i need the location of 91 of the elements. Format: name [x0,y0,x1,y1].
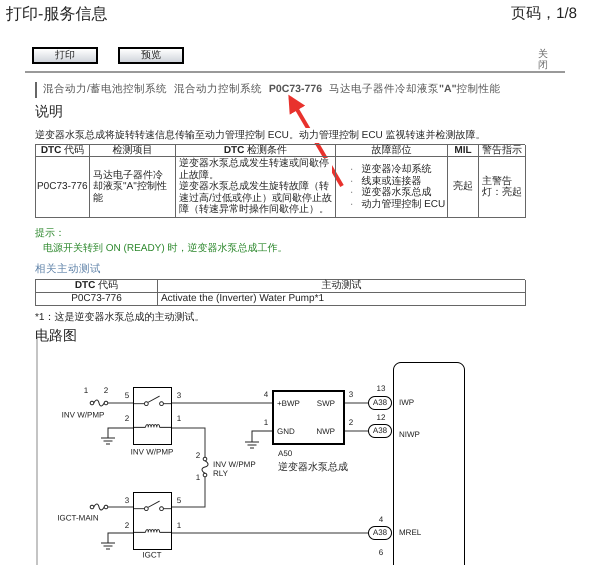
wire [108,402,134,404]
fuse-symbol [201,457,209,477]
pin-number: 3 [124,497,130,505]
pin-name: MREL [399,529,422,537]
pin-number: 1 [84,387,88,395]
fault-location-item: 逆变器冷却系统 [361,164,432,176]
hint-label: 提示： [35,226,66,241]
bullet: · [350,187,354,198]
section-heading: 说明 [35,102,64,121]
table-cell: 马达电子器件冷却液泵"A"控制性能 [90,157,176,218]
pin-number: 2 [196,452,200,460]
component-label: 逆变器水泵总成 [278,462,348,474]
page-number: 页码，1/8 [511,4,577,24]
pin-name: NIWP [399,431,420,439]
relay-symbol [133,387,172,445]
component-label: INV W/PMP [62,410,104,420]
pin-number: 5 [176,497,182,505]
wire [172,532,368,534]
pin-name: IWP [399,399,414,407]
table-cell: Activate the (Inverter) Water Pump*1 [158,292,526,306]
component-label: INV W/PMP [130,447,174,457]
wire [172,428,206,458]
table-header-cell: DTC 检测条件 [176,144,336,158]
wire [344,430,368,432]
wire [344,402,368,404]
pin-name: SWP [316,400,335,408]
wire [108,506,134,508]
print-button: 打印 [32,47,98,64]
table-cell: P0C73-776 [36,292,158,306]
table-header-cell: DTC 代码 [36,280,158,292]
pin-name: +BWP [277,400,300,408]
wire [172,402,272,404]
breadcrumb-item: 混合动力控制系统 [174,82,262,97]
bullet: · [350,176,354,187]
table-cell: P0C73-776 [36,157,90,218]
bullet: · [350,198,354,210]
connector-id: A38 [372,529,388,537]
page-title: 打印-服务信息 [6,4,108,25]
pin-number: 2 [348,419,354,427]
pin-name: NWP [316,428,335,436]
component-label: IGCT-MAIN [57,513,99,523]
component-label: A50 [278,449,292,458]
wire [172,476,206,508]
table-header-cell: DTC 代码 [36,144,90,158]
preview-button: 预览 [118,47,184,64]
breadcrumb-item: 马达电子器件冷却液泵"A"控制性能 [329,82,501,97]
table-header-cell: MIL [448,144,479,158]
pin-number: 1 [176,522,182,530]
pin-number: 12 [376,414,386,422]
pin-number: 1 [176,415,182,423]
hint-text: 电源开关转到 ON (READY) 时，逆变器水泵总成工作。 [42,242,288,256]
table-header-cell: 主动测试 [158,280,526,292]
footnote: *1：这是逆变器水泵总成的主动测试。 [35,310,206,324]
pin-number: 2 [124,522,130,530]
ecu-box [393,362,465,565]
section-heading: 电路图 [35,326,78,344]
table-cell: 主警告灯：亮起 [479,157,526,218]
close-link: 关闭 [538,49,548,71]
pin-number: 3 [176,392,182,400]
pin-name: GND [277,428,295,436]
fault-location-item: 逆变器水泵总成 [361,187,432,198]
pin-number: 4 [378,516,384,524]
fault-location-item: 动力管理控制 ECU [361,198,446,210]
section-link: 相关主动测试 [35,262,102,277]
pin-number: 2 [124,415,130,423]
pin-number: 6 [378,549,384,557]
breadcrumb-item: 混合动力/蓄电池控制系统 [43,82,167,97]
connector-id: A38 [372,399,388,407]
component-label: IGCT [142,550,162,560]
condition-text: 逆变器水泵总成发生旋转故障（转速过高/过低或停止）或间歇停止故障（转速异常时操作间歇停止）。 [179,181,332,216]
connector-id: A38 [372,427,388,435]
pin-number: 3 [348,391,354,399]
dtc-code: P0C73-776 [268,82,322,98]
pin-number: 2 [104,387,108,395]
pin-number: 13 [376,385,386,393]
relay-symbol [133,492,172,550]
pin-number: 1 [264,419,268,427]
bullet: · [350,164,354,176]
table-header-cell: 故障部位 [336,144,448,158]
table-cell: 亮起 [448,157,479,218]
component-box [272,390,345,445]
pin-number: 4 [264,391,268,399]
pin-number: 5 [124,392,130,400]
fault-location-item: 线束或连接器 [361,176,422,186]
condition-text: 逆变器水泵总成发生转速或间歇停止故障。 [179,158,332,182]
pin-number: 1 [196,474,200,482]
table-header-cell: 警告指示 [479,144,526,158]
fuse-symbol [90,399,108,407]
fuse-symbol [90,503,108,511]
component-label: INV W/PMP RLY [213,460,257,478]
table-header-cell: 检测项目 [90,144,176,158]
